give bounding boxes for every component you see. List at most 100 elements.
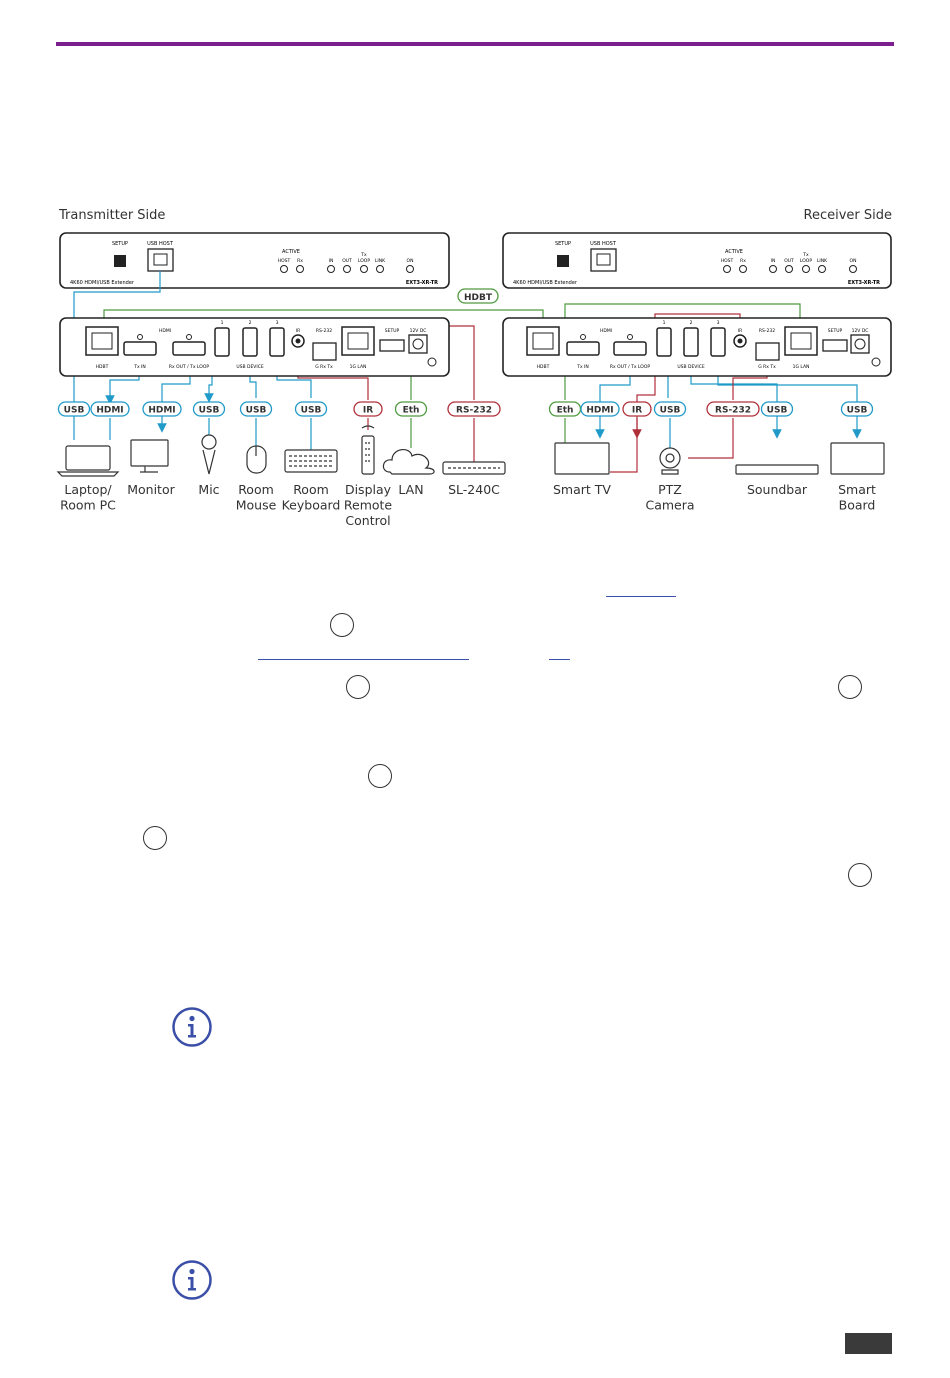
rx-device-label: Smart TV [553,482,611,497]
tx-hdmi-label: HDMI [159,328,171,334]
tx-device-label: Room [293,482,329,497]
rx-tag-label: IR [632,406,642,416]
tx-front-out-label: OUT [342,258,352,264]
tx-front-host-label: HOST [278,258,291,264]
rx-rxout-label: Rx OUT / Tx LOOP [610,364,650,370]
tx-device-label: Mic [198,482,219,497]
rx-usb1-label: 1 [663,320,666,326]
rx-ir-label: IR [738,328,742,334]
rx-grxtx-label: G Rx Tx [758,364,776,370]
smart-board-icon [830,442,885,475]
rx-front-rx-label: Rx [740,258,746,264]
tx-device-label: Remote [344,498,393,513]
tx-hdbt-port [85,326,119,356]
tx-tag-usb: USB [239,401,273,417]
rx-front-model: EXT3-XR-TR [848,280,880,286]
rx-tag-rs-232: RS-232 [706,401,760,417]
tx-device-label: Monitor [127,482,175,497]
rx-device-label: Board [839,498,876,513]
tx-front-usbhost-label: USB HOST [147,241,174,247]
remote-control-icon [361,425,375,475]
tx-rear-setup-label: SETUP [385,328,400,334]
link-underline[interactable] [549,659,570,660]
tx-device-label: Room PC [60,498,116,513]
tx-hdbt-label: HDBT [96,364,109,370]
tx-tag-label: USB [64,406,85,416]
link-underline[interactable] [606,596,676,597]
rx-tag-label: USB [847,406,868,416]
tx-front-setup-label: SETUP [112,241,128,247]
mouse-icon [246,445,267,474]
transmitter-side-label: Transmitter Side [59,208,166,223]
rx-device-label: Soundbar [747,482,808,497]
tx-device-label: Laptop/ [64,482,112,497]
keyboard-icon [284,449,338,473]
tx-tag-usb: USB [57,401,91,417]
rx-rear-panel: HDBT HDMI Tx IN Rx OUT / Tx LOOP 1 2 3 U… [502,317,892,377]
tx-usb2-label: 2 [249,320,252,326]
link-underline[interactable] [258,659,469,660]
tx-usb1-label: 1 [221,320,224,326]
tx-tag-label: HDMI [148,406,175,416]
tx-rs232-label: RS-232 [316,328,332,334]
rx-front-out-label: OUT [784,258,794,264]
tx-front-loop-label: LOOP [358,258,370,264]
rx-device-label: Smart [838,482,876,497]
tx-tag-usb: USB [192,401,226,417]
tx-front-rx-label: Rx [297,258,303,264]
rx-rear-setup-label: SETUP [828,328,843,334]
rx-hdbt-label: HDBT [537,364,550,370]
rx-front-model-desc: 4K60 HDMI/USB Extender [513,280,578,286]
tx-tag-label: RS-232 [456,406,492,416]
svg-text:HDBT: HDBT [464,293,493,303]
rx-tag-label: RS-232 [715,406,751,416]
rx-usbdevice-label: USB DEVICE [677,364,705,370]
hdbt-cable-tag: HDBT [457,288,499,304]
tx-tag-rs-232: RS-232 [447,401,501,417]
monitor-icon [130,439,169,473]
rx-front-link-label: LINK [817,258,828,264]
tx-device-label: Mouse [236,498,277,513]
tx-device-label: SL-240C [448,482,500,497]
rx-tag-label: Eth [557,406,574,416]
laptop-icon [56,445,120,477]
tx-tag-label: USB [246,406,267,416]
rx-rs232-label: RS-232 [759,328,775,334]
tx-device-label: Keyboard [282,498,341,513]
microphone-icon [201,434,217,475]
tx-rear-panel: HDBT HDMI Tx IN Rx OUT / Tx LOOP 1 2 3 U… [59,317,450,377]
tx-device-label: Room [238,482,274,497]
tx-device-label: LAN [398,482,423,497]
tx-tag-label: USB [199,406,220,416]
tx-usb-host-port [147,248,174,272]
rx-front-active-label: ACTIVE [725,249,743,255]
info-icon [172,1260,212,1300]
page-number-tab [845,1333,892,1354]
rx-usb3-label: 3 [717,320,720,326]
callout-circle [848,863,872,887]
cloud-icon [382,449,435,475]
tx-grxtx-label: G Rx Tx [315,364,333,370]
tx-tag-hdmi: HDMI [90,401,130,417]
tx-power-label: 12V DC [410,328,427,334]
rx-device-label: Camera [645,498,694,513]
accent-bar [56,42,894,46]
tx-front-on-label: ON [407,258,414,264]
device-icons [56,425,885,477]
rx-tag-usb: USB [760,401,794,417]
tx-front-in-label: IN [329,258,334,264]
rx-power-label: 12V DC [852,328,869,334]
tx-tag-ir: IR [353,401,383,417]
rx-device-label: PTZ [658,482,682,497]
rx-front-setup-label: SETUP [555,241,571,247]
rx-front-host-label: HOST [721,258,734,264]
tx-usbdevice-label: USB DEVICE [236,364,264,370]
tx-front-tx-label: Tx [360,252,367,258]
rx-front-on-label: ON [850,258,857,264]
rx-front-tx-label: Tx [802,252,809,258]
tx-front-active-label: ACTIVE [282,249,300,255]
rx-lan-label: 1G LAN [793,364,810,370]
rx-tag-ir: IR [622,401,652,417]
